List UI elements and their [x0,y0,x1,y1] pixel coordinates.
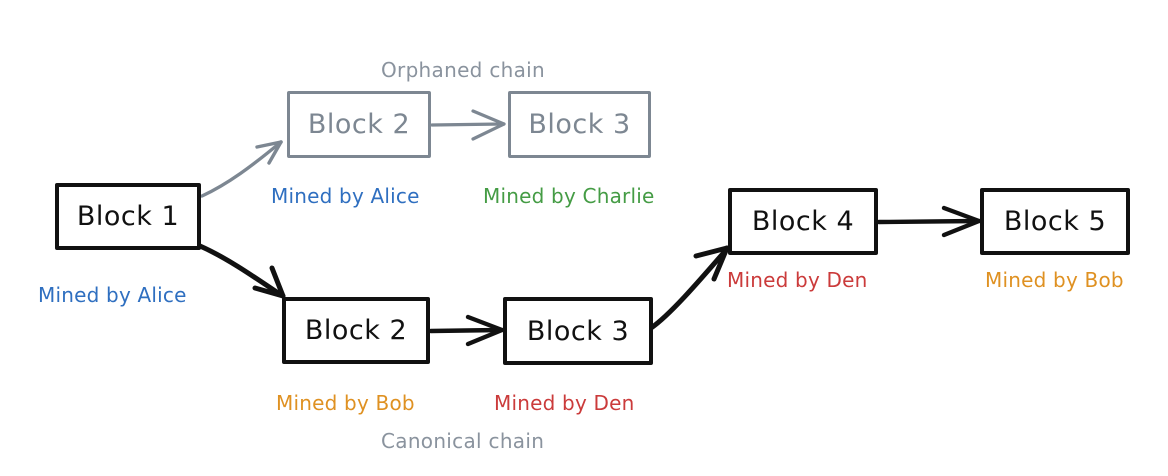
arrow-orphan-block2-to-orphan-block3 [430,109,506,141]
block-node-block-4[interactable]: Block 4 [728,188,878,255]
block-label: Block 2 [307,109,411,140]
miner-label-orphan-block-3: Mined by Charlie [483,184,655,208]
miner-label-canonical-block-2: Mined by Bob [276,391,415,415]
block-label: Block 4 [751,206,855,237]
block-node-block-5[interactable]: Block 5 [980,188,1130,255]
block-node-orphan-block-2[interactable]: Block 2 [287,91,431,158]
arrow-block1-to-orphan-block2 [200,140,283,198]
arrow-block1-to-canonical-block2 [197,243,286,299]
miner-label-orphan-block-2: Mined by Alice [271,184,420,208]
block-label: Block 1 [76,201,180,232]
block-label: Block 3 [528,109,631,140]
arrow-block4-to-block5 [876,205,982,238]
canonical-chain-label: Canonical chain [381,429,545,453]
block-node-orphan-block-3[interactable]: Block 3 [508,91,651,158]
arrow-canonical-block3-to-block4 [648,245,730,331]
miner-label-canonical-block-3: Mined by Den [494,391,635,415]
block-label: Block 3 [526,315,630,347]
miner-label-block-4: Mined by Den [727,268,868,292]
arrow-canonical-block2-to-canonical-block3 [428,314,505,347]
miner-label-block-5: Mined by Bob [985,268,1124,292]
block-label: Block 2 [304,315,408,346]
miner-label-block-1: Mined by Alice [38,283,187,307]
orphaned-chain-label: Orphaned chain [381,58,545,82]
block-node-canonical-block-2[interactable]: Block 2 [282,297,430,364]
block-node-canonical-block-3[interactable]: Block 3 [503,297,653,365]
block-label: Block 5 [1003,206,1107,237]
block-node-block-1[interactable]: Block 1 [55,183,201,250]
